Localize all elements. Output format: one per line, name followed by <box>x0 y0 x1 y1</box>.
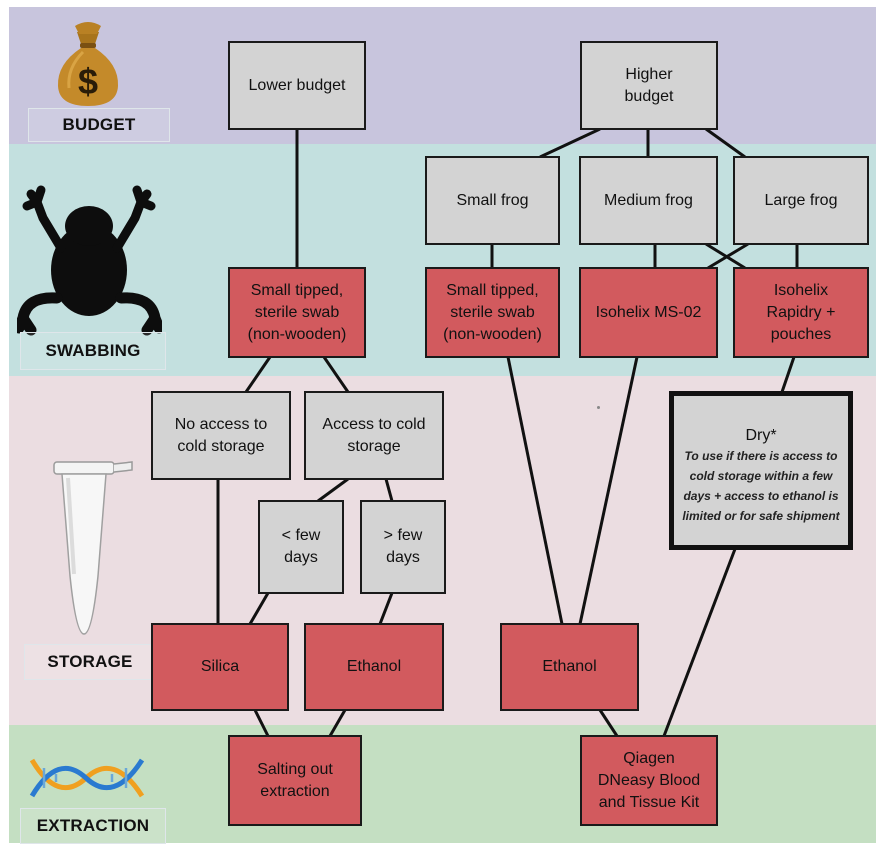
node-large-frog: Large frog <box>733 156 869 245</box>
node-more-few-days: > few days <box>360 500 446 594</box>
node-no-cold-storage: No access to cold storage <box>151 391 291 480</box>
node-higher-budget: Higher budget <box>580 41 718 130</box>
node-qiagen: Qiagen DNeasy Blood and Tissue Kit <box>580 735 718 826</box>
dna-icon <box>29 758 145 798</box>
dry-note: To use if there is access to cold storag… <box>682 449 840 523</box>
frog-icon <box>17 185 162 336</box>
node-ethanol-left: Ethanol <box>304 623 444 711</box>
dollar-sign: $ <box>78 61 98 102</box>
extraction-label: EXTRACTION <box>20 808 166 844</box>
tube-icon <box>53 461 133 635</box>
storage-label: STORAGE <box>24 644 156 680</box>
node-swab-left: Small tipped, sterile swab (non-wooden) <box>228 267 366 358</box>
budget-label: BUDGET <box>28 108 170 142</box>
stray-dot <box>597 406 600 409</box>
extraction-band <box>9 725 876 843</box>
dry-label: Dry* <box>745 427 777 444</box>
budget-band <box>9 7 876 144</box>
node-lower-budget: Lower budget <box>228 41 366 130</box>
node-isohelix-rapidry: Isohelix Rapidry + pouches <box>733 267 869 358</box>
node-silica: Silica <box>151 623 289 711</box>
node-swab-right: Small tipped, sterile swab (non-wooden) <box>425 267 560 358</box>
node-small-frog: Small frog <box>425 156 560 245</box>
node-cold-storage: Access to cold storage <box>304 391 444 480</box>
node-less-few-days: < few days <box>258 500 344 594</box>
node-dry: Dry* To use if there is access to cold s… <box>669 391 853 550</box>
money-bag-icon: $ <box>57 22 119 106</box>
node-medium-frog: Medium frog <box>579 156 718 245</box>
node-salting-out: Salting out extraction <box>228 735 362 826</box>
node-isohelix-ms02: Isohelix MS-02 <box>579 267 718 358</box>
swabbing-label: SWABBING <box>20 332 166 370</box>
node-ethanol-right: Ethanol <box>500 623 639 711</box>
